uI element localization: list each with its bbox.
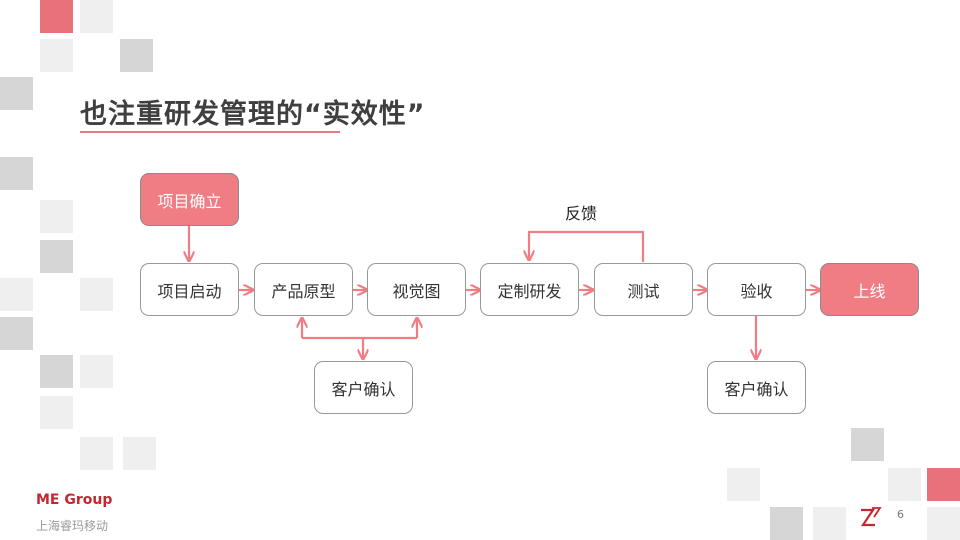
title-underline [80, 131, 340, 133]
deco-square [123, 437, 156, 470]
deco-square [813, 507, 846, 540]
deco-square [0, 278, 33, 311]
deco-square [851, 428, 884, 461]
node-customer-confirm-right: 客户确认 [707, 361, 806, 414]
company-name: 上海睿玛移动 [36, 519, 109, 533]
deco-square [80, 437, 113, 470]
deco-square [40, 355, 73, 388]
deco-square [727, 468, 760, 501]
deco-square [0, 317, 33, 350]
deco-square [927, 507, 960, 540]
feedback-label: 反馈 [565, 204, 598, 223]
deco-square [80, 355, 113, 388]
deco-square [40, 240, 73, 273]
deco-square [120, 39, 153, 72]
deco-square [0, 157, 33, 190]
deco-square [40, 396, 73, 429]
deco-square [40, 0, 73, 33]
deco-square [40, 39, 73, 72]
deco-square [40, 200, 73, 233]
deco-square [80, 278, 113, 311]
slide-title: 也注重研发管理的“实效性” [80, 99, 426, 130]
node-testing: 测试 [594, 263, 693, 316]
node-launch: 上线 [820, 263, 919, 316]
node-custom-development: 定制研发 [480, 263, 579, 316]
deco-square [80, 0, 113, 33]
deco-square [888, 468, 921, 501]
node-prototype: 产品原型 [254, 263, 353, 316]
deco-square [770, 507, 803, 540]
node-visual-design: 视觉图 [367, 263, 466, 316]
node-project-kickoff: 项目启动 [140, 263, 239, 316]
brand-name: ME Group [36, 492, 113, 508]
company-logo-icon [860, 507, 882, 527]
node-acceptance: 验收 [707, 263, 806, 316]
node-project-established: 项目确立 [140, 173, 239, 226]
node-customer-confirm-left: 客户确认 [314, 361, 413, 414]
deco-square [0, 77, 33, 110]
page-number: 6 [897, 508, 904, 521]
deco-square [927, 468, 960, 501]
